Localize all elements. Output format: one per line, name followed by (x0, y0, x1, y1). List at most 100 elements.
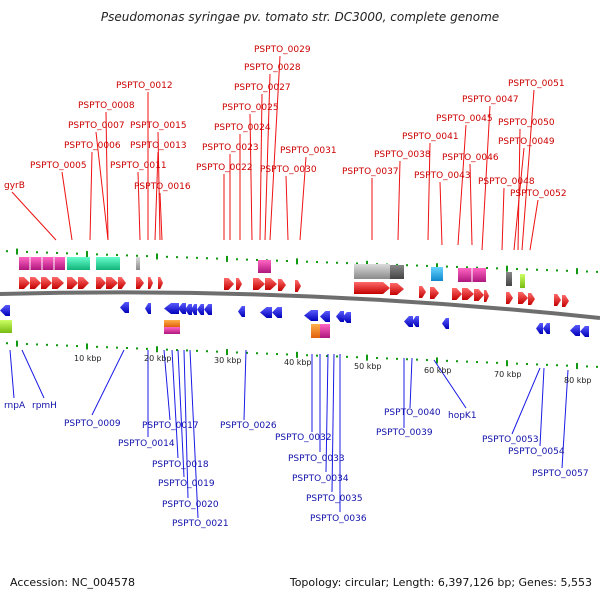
forward-gene-arrow (148, 277, 153, 289)
gene-label[interactable]: PSPTO_0028 (244, 63, 301, 73)
reverse-gene-arrow (185, 304, 192, 315)
gene-label[interactable]: PSPTO_0017 (142, 421, 199, 431)
scale-dot (236, 258, 238, 261)
gene-label[interactable]: PSPTO_0046 (442, 153, 499, 163)
scale-dot (406, 264, 408, 267)
kbp-label: 50 kbp (354, 362, 382, 371)
gene-label[interactable]: PSPTO_0020 (162, 500, 219, 510)
scale-dot (546, 363, 548, 366)
leader-line (397, 160, 401, 241)
forward-gene-arrow (224, 278, 234, 290)
scale-dot (236, 351, 238, 354)
gene-label[interactable]: PSPTO_0054 (508, 447, 565, 457)
scale-dot (426, 264, 428, 267)
forward-gene-arrow (158, 277, 163, 289)
gene-label[interactable]: PSPTO_0051 (508, 79, 565, 89)
scale-dot (66, 344, 68, 347)
gene-label[interactable]: PSPTO_0032 (275, 433, 332, 443)
gene-label[interactable]: PSPTO_0011 (110, 161, 167, 171)
gene-label[interactable]: PSPTO_0025 (222, 103, 279, 113)
scale-dot (286, 260, 288, 263)
gene-label[interactable]: hopK1 (448, 411, 477, 421)
leader-line (501, 187, 505, 251)
forward-genes (19, 277, 569, 307)
gene-label[interactable]: PSPTO_0007 (68, 121, 125, 131)
scale-dot (26, 250, 28, 253)
feature-boxes-bottom (0, 320, 330, 338)
gene-label[interactable]: PSPTO_0012 (116, 81, 173, 91)
reverse-gene-arrow (536, 323, 543, 334)
scale-dot (486, 361, 488, 364)
leader-line (469, 163, 473, 246)
gene-label[interactable]: PSPTO_0047 (462, 95, 519, 105)
gene-label[interactable]: PSPTO_0024 (214, 123, 271, 133)
gene-label[interactable]: PSPTO_0033 (288, 454, 345, 464)
forward-gene-arrow (452, 288, 462, 300)
scale-dot (526, 363, 528, 366)
gene-label[interactable]: PSPTO_0043 (414, 171, 471, 181)
scale-dot (336, 355, 338, 358)
gene-label[interactable]: PSPTO_0005 (30, 161, 87, 171)
scale-dot (56, 344, 58, 347)
gene-label[interactable]: PSPTO_0008 (78, 101, 135, 111)
gene-label[interactable]: PSPTO_0052 (510, 189, 567, 199)
gene-label[interactable]: PSPTO_0026 (220, 421, 277, 431)
scale-dot (576, 268, 578, 275)
scale-dot (36, 343, 38, 346)
gene-label[interactable]: PSPTO_0016 (134, 182, 191, 192)
scale-dot (596, 365, 598, 368)
gene-label[interactable]: PSPTO_0021 (172, 519, 229, 529)
leader-line (11, 191, 57, 241)
gene-label[interactable]: PSPTO_0035 (306, 494, 363, 504)
gene-label[interactable]: PSPTO_0014 (118, 439, 175, 449)
leader-line (517, 128, 521, 251)
gene-label[interactable]: gyrB (4, 181, 25, 191)
gene-label[interactable]: PSPTO_0040 (384, 408, 441, 418)
leader-lines-bottom (9, 349, 569, 519)
scale-dot (486, 267, 488, 270)
leader-line (481, 105, 491, 251)
gene-label[interactable]: PSPTO_0023 (202, 143, 259, 153)
gene-label[interactable]: PSPTO_0013 (130, 141, 187, 151)
feature-boxes-top (19, 257, 525, 288)
scale-dot (76, 345, 78, 348)
gene-label[interactable]: PSPTO_0048 (478, 177, 535, 187)
scale-dot (96, 345, 98, 348)
scale-dot (96, 253, 98, 256)
gene-label[interactable]: PSPTO_0030 (260, 165, 317, 175)
leader-line (259, 93, 263, 241)
gene-label[interactable]: PSPTO_0036 (310, 514, 367, 524)
scale-dot (376, 357, 378, 360)
scale-dot (276, 259, 278, 262)
scale-dot (526, 268, 528, 271)
scale-dot (556, 364, 558, 367)
gene-label[interactable]: PSPTO_0041 (402, 132, 459, 142)
gene-label[interactable]: PSPTO_0031 (280, 146, 337, 156)
gene-label[interactable]: PSPTO_0037 (342, 167, 399, 177)
gene-label[interactable]: PSPTO_0045 (436, 114, 493, 124)
gene-label[interactable]: rpmH (32, 401, 57, 411)
leader-line (243, 349, 247, 421)
scale-dot (126, 347, 128, 350)
gene-label[interactable]: rnpA (4, 401, 26, 411)
gene-label[interactable]: PSPTO_0038 (374, 150, 431, 160)
gene-label[interactable]: PSPTO_0018 (152, 460, 209, 470)
scale-dot (466, 266, 468, 269)
scale-dot (496, 361, 498, 364)
gene-label[interactable]: PSPTO_0015 (130, 121, 187, 131)
forward-gene-arrow (295, 280, 301, 292)
gene-label[interactable]: PSPTO_0029 (254, 45, 311, 55)
gene-label[interactable]: PSPTO_0027 (234, 83, 291, 93)
gene-label[interactable]: PSPTO_0034 (292, 474, 349, 484)
gene-label[interactable]: PSPTO_0053 (482, 435, 539, 445)
gene-label[interactable]: PSPTO_0022 (196, 163, 253, 173)
gene-label[interactable]: PSPTO_0039 (376, 428, 433, 438)
gene-label[interactable]: PSPTO_0006 (64, 141, 121, 151)
scale-dot (56, 251, 58, 254)
leader-line (154, 151, 159, 241)
gene-label[interactable]: PSPTO_0019 (158, 479, 215, 489)
gene-label[interactable]: PSPTO_0050 (498, 118, 555, 128)
gene-label[interactable]: PSPTO_0049 (498, 137, 555, 147)
gene-label[interactable]: PSPTO_0009 (64, 419, 121, 429)
gene-label[interactable]: PSPTO_0057 (532, 469, 589, 479)
